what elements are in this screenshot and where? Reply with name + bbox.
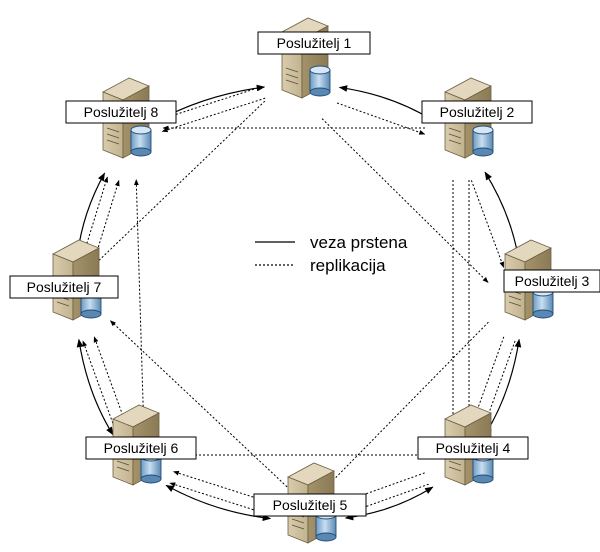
- server-label: Poslužitelj 4: [417, 436, 529, 460]
- replication-link-6-8: [133, 179, 145, 427]
- server-label-text: Poslužitelj 6: [104, 440, 179, 456]
- replication-link-5-6: [169, 482, 269, 516]
- ring-link-1-2: [338, 85, 434, 121]
- server-label-text: Poslužitelj 1: [277, 35, 352, 51]
- server-label: Poslužitelj 2: [421, 100, 533, 124]
- server-label-text: Poslužitelj 5: [273, 497, 348, 513]
- server-label: Poslužitelj 8: [65, 100, 177, 124]
- server-2: Poslužitelj 2: [421, 77, 533, 159]
- server-label: Poslužitelj 1: [257, 31, 371, 55]
- database-icon: [472, 125, 494, 157]
- server-label-text: Poslužitelj 3: [515, 273, 590, 289]
- server-6: Poslužitelj 6: [85, 404, 197, 486]
- server-label: Poslužitelj 3: [503, 269, 600, 293]
- replication-link-1-8: [161, 97, 266, 133]
- server-label-text: Poslužitelj 8: [84, 104, 159, 120]
- server-1: Poslužitelj 1: [257, 17, 371, 99]
- server-label-text: Poslužitelj 7: [27, 279, 102, 295]
- replication-link-5-7: [109, 320, 288, 488]
- replication-link-1-3: [321, 118, 489, 283]
- replication-link-6-7: [93, 336, 128, 427]
- server-label: Poslužitelj 5: [253, 493, 367, 517]
- server-label: Poslužitelj 6: [85, 436, 197, 460]
- server-label-text: Poslužitelj 2: [440, 104, 515, 120]
- legend: veza prstena replikacija: [255, 233, 408, 275]
- server-3: Poslužitelj 3: [503, 239, 600, 321]
- server-5: Poslužitelj 5: [253, 462, 367, 544]
- server-label: Poslužitelj 7: [9, 275, 119, 299]
- server-7: Poslužitelj 7: [9, 239, 119, 321]
- replication-link-2-3: [470, 180, 505, 268]
- database-icon: [130, 125, 152, 157]
- server-label-text: Poslužitelj 4: [436, 440, 511, 456]
- legend-replication-label: replikacija: [310, 256, 386, 275]
- servers-layer: Poslužitelj 1 Poslužitelj 2 Poslužitelj 3 P…: [9, 17, 600, 544]
- replication-link-7-8: [80, 176, 109, 263]
- replication-link-1-2: [336, 102, 426, 135]
- server-4: Poslužitelj 4: [417, 404, 529, 486]
- replication-link-7-8: [91, 180, 120, 267]
- ring-link-6-7: [76, 338, 114, 436]
- replication-link-1-7: [93, 100, 266, 267]
- replication-link-6-7: [82, 340, 117, 431]
- ring-link-4-5: [344, 486, 434, 521]
- legend-ring-label: veza prstena: [310, 233, 408, 252]
- server-8: Poslužitelj 8: [65, 77, 177, 159]
- database-icon: [309, 65, 331, 97]
- ring-link-5-6: [165, 484, 272, 521]
